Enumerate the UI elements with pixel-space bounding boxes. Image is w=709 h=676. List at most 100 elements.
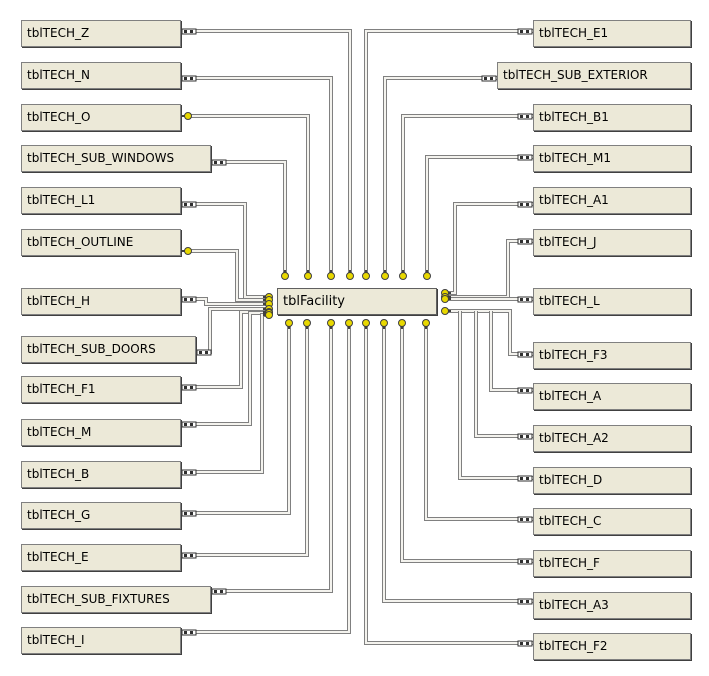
right-link-9-many-endpoint-icon (517, 387, 533, 394)
table-box-right-14[interactable]: tblTECH_A3 (533, 592, 691, 619)
table-box-right-9[interactable]: tblTECH_A (533, 383, 691, 410)
right-link-13-line-outer (400, 322, 533, 563)
left-link-8-many-endpoint-icon (196, 349, 212, 356)
table-box-right-1[interactable]: tblTECH_E1 (533, 20, 691, 47)
table-box-right-11[interactable]: tblTECH_D (533, 467, 691, 494)
right-link-14-facility-key-icon (380, 319, 388, 329)
right-link-12-facility-key-icon (422, 319, 430, 329)
left-link-1-facility-key-icon (346, 270, 354, 280)
table-box-left-7[interactable]: tblTECH_H (21, 288, 181, 315)
left-link-14-line-inner (211, 322, 332, 592)
right-link-13-many-endpoint-icon (517, 558, 533, 565)
left-link-12-many-endpoint-icon (181, 510, 197, 517)
table-box-left-9[interactable]: tblTECH_F1 (21, 376, 181, 403)
left-link-14-many-endpoint-icon (211, 588, 227, 595)
right-link-8-line-inner (444, 310, 533, 355)
table-box-right-13[interactable]: tblTECH_F (533, 550, 691, 577)
right-link-7-facility-key-icon (441, 295, 451, 303)
right-link-13-line-inner (401, 322, 533, 562)
table-box-left-3[interactable]: tblTECH_O (21, 104, 181, 131)
right-link-14-many-endpoint-icon (517, 598, 533, 605)
left-link-6-table-key-icon (182, 247, 192, 255)
right-link-5-line-outer (444, 202, 533, 295)
right-link-4-line-outer (425, 155, 533, 277)
left-link-12-facility-key-icon (285, 319, 293, 329)
left-link-13-line-inner (181, 322, 308, 556)
left-link-14-line-outer (211, 322, 333, 593)
table-box-right-10[interactable]: tblTECH_A2 (533, 425, 691, 452)
right-link-6-many-endpoint-icon (517, 238, 533, 245)
table-box-right-2[interactable]: tblTECH_SUB_EXTERIOR (497, 62, 691, 89)
right-link-6-line-outer (444, 239, 533, 299)
right-link-12-many-endpoint-icon (517, 516, 533, 523)
left-link-12-line-inner (181, 322, 290, 514)
right-link-8-many-endpoint-icon (517, 351, 533, 358)
left-link-3-table-key-icon (182, 112, 192, 120)
table-box-right-12[interactable]: tblTECH_C (533, 508, 691, 535)
table-box-left-8[interactable]: tblTECH_SUB_DOORS (21, 336, 196, 363)
table-box-left-15[interactable]: tblTECH_I (21, 627, 181, 654)
table-box-right-3[interactable]: tblTECH_B1 (533, 104, 691, 131)
left-link-2-line-inner (181, 77, 332, 277)
right-link-4-many-endpoint-icon (517, 154, 533, 161)
left-link-6-line-inner (189, 250, 270, 301)
left-link-11-many-endpoint-icon (181, 469, 197, 476)
left-link-5-line-inner (181, 203, 270, 298)
left-link-1-line-inner (181, 30, 351, 277)
right-link-3-many-endpoint-icon (517, 113, 533, 120)
left-link-1-many-endpoint-icon (181, 28, 197, 35)
table-box-right-15[interactable]: tblTECH_F2 (533, 633, 691, 660)
table-box-left-10[interactable]: tblTECH_M (21, 419, 181, 446)
left-link-4-facility-key-icon (281, 270, 289, 280)
table-box-right-7[interactable]: tblTECH_L (533, 288, 691, 315)
left-link-8-line-inner (196, 308, 270, 353)
right-link-10-line-outer (474, 311, 533, 438)
right-link-10-line-inner (475, 311, 533, 437)
right-link-5-line-inner (444, 203, 533, 294)
table-box-left-5[interactable]: tblTECH_L1 (21, 187, 181, 214)
relationship-lines (181, 29, 533, 645)
right-link-1-line-inner (365, 30, 533, 277)
left-link-15-line-inner (181, 322, 350, 633)
left-link-8-line-outer (196, 307, 270, 354)
left-link-14-facility-key-icon (327, 319, 335, 329)
table-box-left-14[interactable]: tblTECH_SUB_FIXTURES (21, 586, 211, 613)
table-box-left-13[interactable]: tblTECH_E (21, 544, 181, 571)
table-box-right-5[interactable]: tblTECH_A1 (533, 187, 691, 214)
table-box-left-6[interactable]: tblTECH_OUTLINE (21, 229, 181, 256)
right-link-6-line-inner (444, 240, 533, 298)
right-link-8-facility-key-icon (441, 307, 451, 315)
right-link-3-line-outer (401, 114, 533, 277)
table-box-left-2[interactable]: tblTECH_N (21, 62, 181, 89)
right-link-3-line-inner (402, 115, 533, 277)
table-box-right-4[interactable]: tblTECH_M1 (533, 145, 691, 172)
left-link-13-facility-key-icon (303, 319, 311, 329)
table-box-left-1[interactable]: tblTECH_Z (21, 20, 181, 47)
right-link-2-facility-key-icon (381, 270, 389, 280)
right-link-3-facility-key-icon (399, 270, 407, 280)
right-link-2-many-endpoint-icon (481, 75, 497, 82)
right-link-11-many-endpoint-icon (517, 475, 533, 482)
left-link-13-many-endpoint-icon (181, 552, 197, 559)
left-link-10-many-endpoint-icon (181, 421, 197, 428)
right-link-2-line-inner (384, 77, 497, 277)
left-link-4-line-inner (211, 161, 286, 277)
left-link-2-facility-key-icon (327, 270, 335, 280)
table-box-tblfacility[interactable]: tblFacility (277, 288, 437, 315)
table-box-left-4[interactable]: tblTECH_SUB_WINDOWS (21, 145, 211, 172)
table-box-left-11[interactable]: tblTECH_B (21, 461, 181, 488)
table-box-right-8[interactable]: tblTECH_F3 (533, 342, 691, 369)
right-link-14-line-inner (383, 322, 533, 602)
right-link-10-many-endpoint-icon (517, 433, 533, 440)
left-link-10-line-inner (181, 312, 270, 425)
left-link-10-line-outer (181, 311, 270, 426)
table-box-left-12[interactable]: tblTECH_G (21, 502, 181, 529)
right-link-15-facility-key-icon (362, 319, 370, 329)
left-link-4-line-outer (211, 160, 287, 277)
table-box-right-6[interactable]: tblTECH_J (533, 229, 691, 256)
right-link-4-facility-key-icon (423, 270, 431, 280)
left-link-7-many-endpoint-icon (181, 296, 197, 303)
right-link-13-facility-key-icon (398, 319, 406, 329)
left-link-5-many-endpoint-icon (181, 201, 197, 208)
left-link-15-facility-key-icon (345, 319, 353, 329)
